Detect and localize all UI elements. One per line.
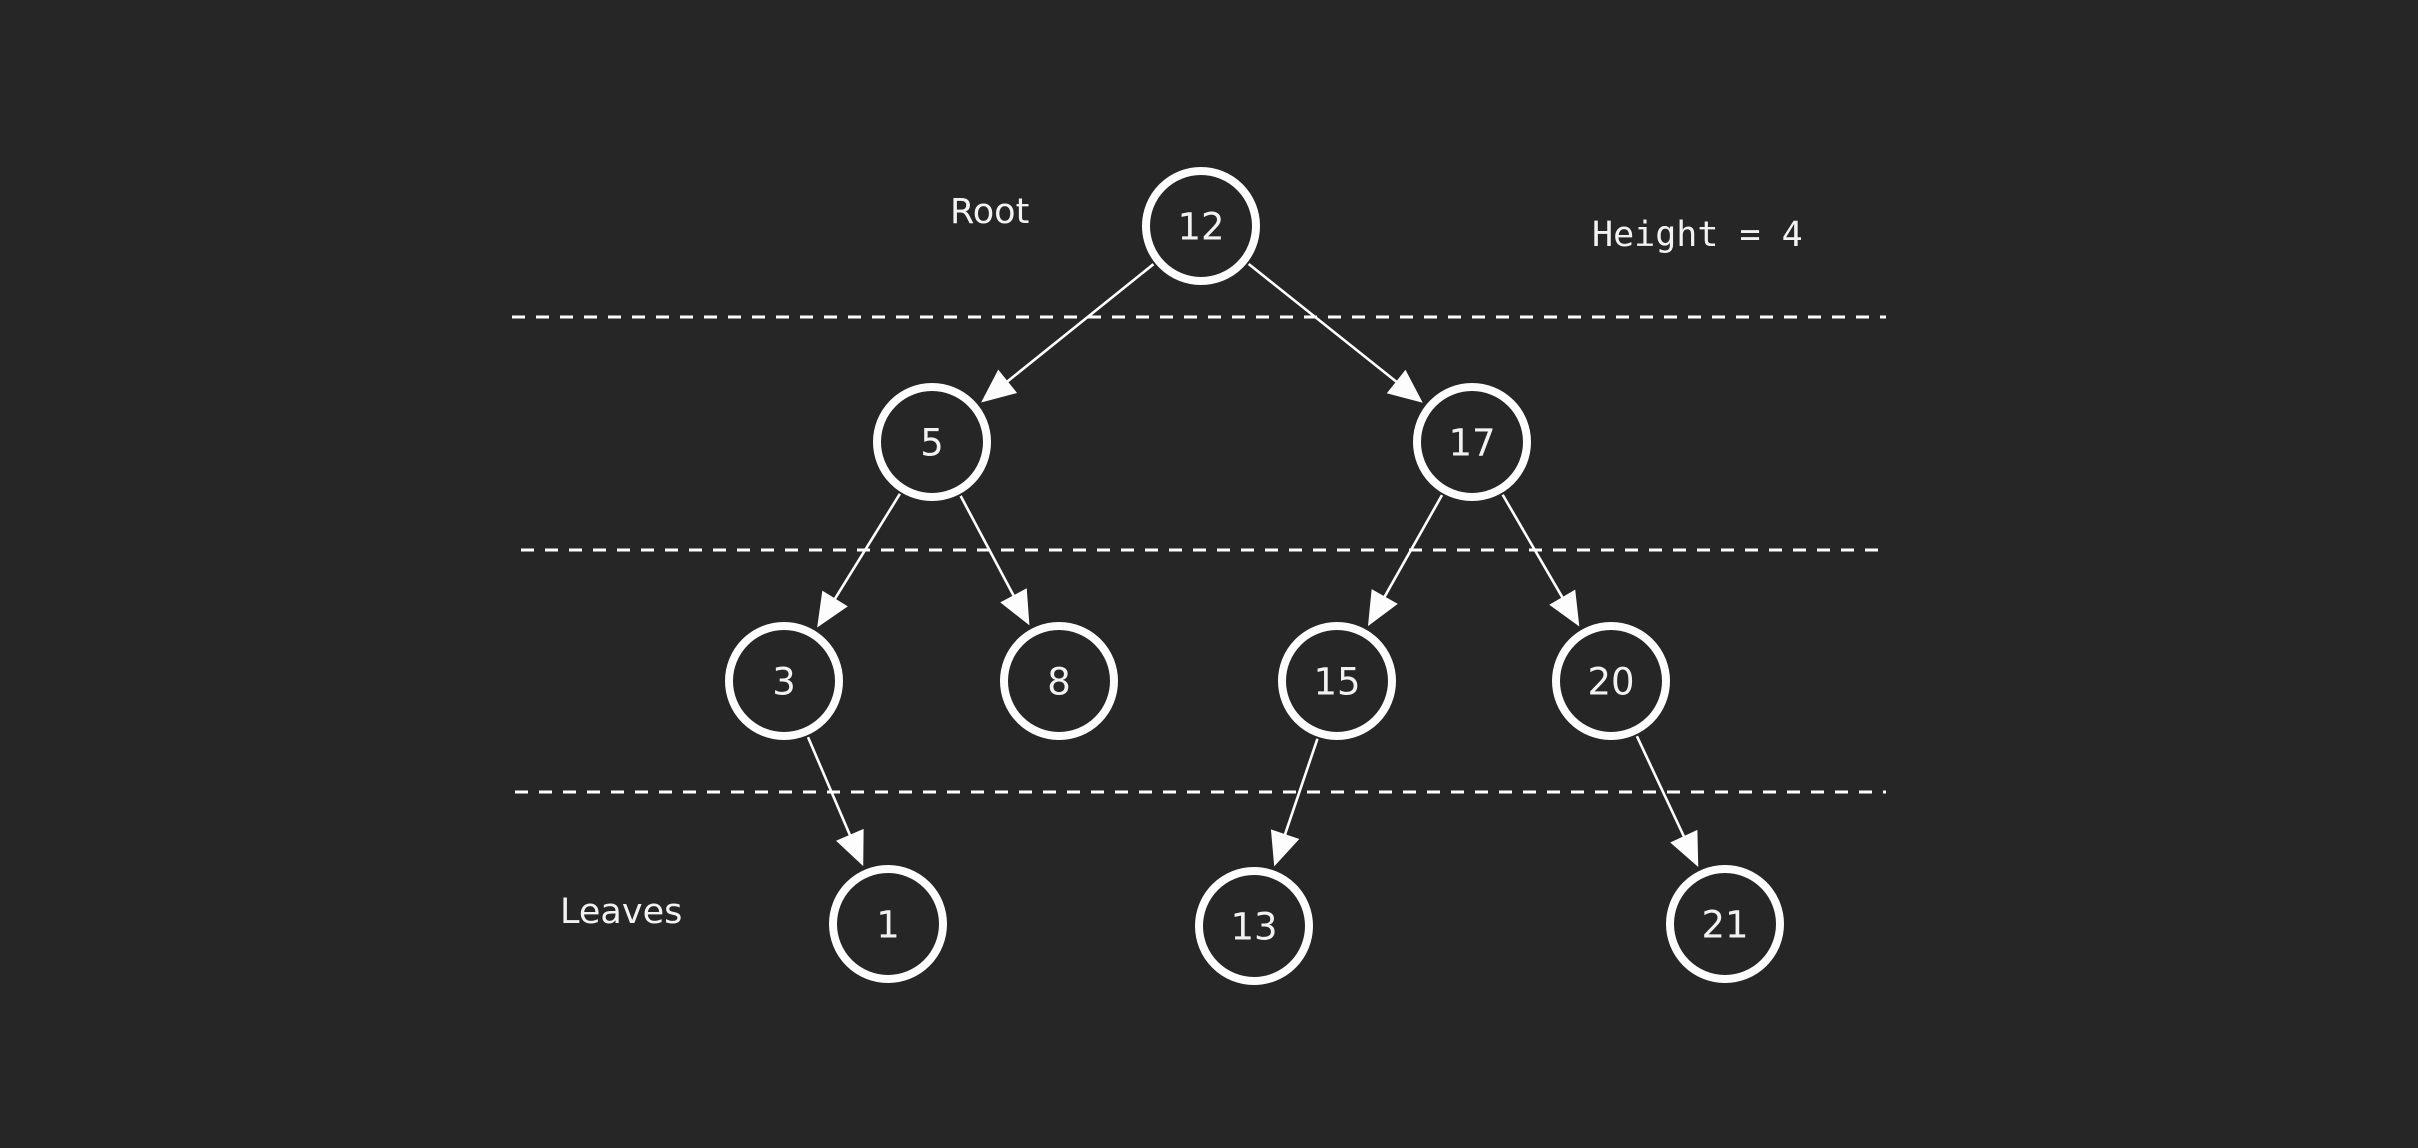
node-value-5: 5 <box>920 422 944 465</box>
tree-edges-group <box>806 263 1699 867</box>
node-value-12: 12 <box>1177 206 1224 249</box>
tree-node-17[interactable]: 17 <box>1413 383 1531 501</box>
edge-n17-to-n15 <box>1380 494 1444 603</box>
leaves-annotation: Leaves <box>560 892 682 932</box>
tree-node-20[interactable]: 20 <box>1552 622 1670 740</box>
tree-node-12[interactable]: 12 <box>1142 167 1260 285</box>
node-circle-21 <box>1666 865 1784 983</box>
arrowhead-n5-to-n3 <box>817 590 848 628</box>
arrowhead-n5-to-n8 <box>1000 588 1030 626</box>
arrowhead-n12-to-n17 <box>1386 369 1423 403</box>
node-circle-13 <box>1195 867 1313 985</box>
node-circle-20 <box>1552 622 1670 740</box>
node-circle-8 <box>1000 622 1118 740</box>
node-value-8: 8 <box>1047 661 1071 704</box>
edge-n5-to-n3 <box>830 493 901 605</box>
arrowhead-n17-to-n20 <box>1549 589 1580 627</box>
node-value-1: 1 <box>876 904 900 947</box>
edge-n17-to-n20 <box>1501 494 1567 603</box>
node-value-21: 21 <box>1701 904 1748 947</box>
node-value-15: 15 <box>1313 661 1360 704</box>
edge-n3-to-n1 <box>806 736 854 841</box>
node-circle-17 <box>1413 383 1531 501</box>
node-circle-3 <box>725 622 843 740</box>
node-value-20: 20 <box>1587 661 1634 704</box>
tree-node-5[interactable]: 5 <box>873 383 991 501</box>
edge-n15-to-n13 <box>1281 738 1319 841</box>
tree-node-21[interactable]: 21 <box>1666 865 1784 983</box>
height-annotation: Height = 4 <box>1592 215 1803 255</box>
node-circle-1 <box>829 865 947 983</box>
tree-node-1[interactable]: 1 <box>829 865 947 983</box>
tree-node-13[interactable]: 13 <box>1195 867 1313 985</box>
tree-node-3[interactable]: 3 <box>725 622 843 740</box>
arrowhead-n17-to-n15 <box>1367 589 1398 627</box>
node-value-17: 17 <box>1448 422 1495 465</box>
tree-nodes-group: 12 5 17 3 8 15 20 1 13 21 <box>725 167 1784 985</box>
edge-n20-to-n21 <box>1635 735 1688 843</box>
tree-node-8[interactable]: 8 <box>1000 622 1118 740</box>
root-annotation: Root <box>950 192 1029 232</box>
arrowhead-n15-to-n13 <box>1270 829 1300 867</box>
node-circle-15 <box>1278 622 1396 740</box>
node-circle-12 <box>1142 167 1260 285</box>
arrowhead-n20-to-n21 <box>1670 829 1699 867</box>
tree-node-15[interactable]: 15 <box>1278 622 1396 740</box>
arrowhead-n12-to-n5 <box>981 369 1018 403</box>
edge-n12-to-n5 <box>1002 263 1155 387</box>
edge-n12-to-n17 <box>1247 263 1402 387</box>
node-value-13: 13 <box>1230 906 1277 949</box>
node-circle-5 <box>873 383 991 501</box>
arrowhead-n3-to-n1 <box>836 828 864 867</box>
level-dividers-group <box>512 315 1886 794</box>
node-value-3: 3 <box>772 661 796 704</box>
edge-n5-to-n8 <box>959 495 1018 602</box>
